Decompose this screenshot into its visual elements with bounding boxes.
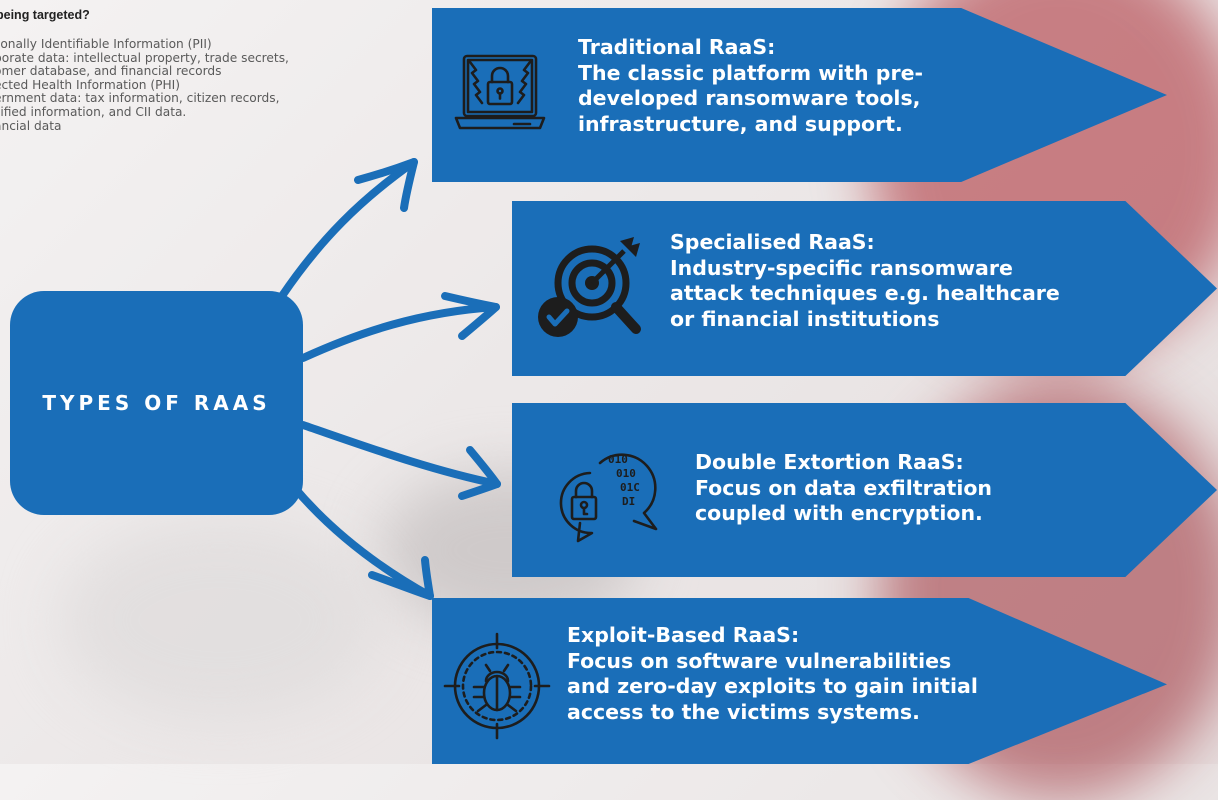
- card-line: access to the victims systems.: [567, 699, 920, 724]
- laptop-lock-chains-icon: [454, 50, 546, 136]
- list-item: ernment data: tax information, citizen r…: [0, 91, 280, 106]
- background-blur-light: [60, 520, 380, 720]
- bug-target-icon: [442, 631, 552, 745]
- svg-text:010: 010: [616, 467, 636, 480]
- card-title: Double Extortion RaaS:: [695, 450, 964, 474]
- card-line: infrastructure, and support.: [578, 111, 903, 136]
- card-line: The classic platform with pre-: [578, 60, 923, 85]
- arrow-to-specialised: [299, 303, 500, 362]
- svg-text:010: 010: [608, 453, 628, 466]
- arrow-to-double-extortion: [299, 421, 501, 488]
- connector-arrows: [278, 158, 501, 600]
- svg-text:DI: DI: [622, 495, 635, 508]
- list-item: sonally Identifiable Information (PII): [0, 37, 212, 51]
- list-item: porate data: intellectual property, trad…: [0, 50, 289, 65]
- types-of-raas-box: TYPES OF RAAS: [10, 291, 303, 515]
- card-title: Traditional RaaS:: [578, 35, 776, 59]
- card-line: Industry-specific ransomware: [670, 255, 1013, 280]
- card-line: and zero-day exploits to gain initial: [567, 674, 978, 698]
- list-item: ected Health Information (PHI): [0, 77, 181, 92]
- arrow-to-exploit: [289, 482, 434, 600]
- card-specialised-raas: Specialised RaaS: Industry-specific rans…: [512, 201, 1217, 376]
- arrow-to-traditional: [278, 158, 418, 300]
- target-magnifier-check-icon: [536, 233, 648, 347]
- card-line: coupled with encryption.: [695, 501, 983, 525]
- list-item: sified information, and CII data.: [0, 104, 187, 119]
- svg-text:01C: 01C: [620, 481, 640, 494]
- list-item: omer database, and financial records: [0, 64, 222, 79]
- targeted-data-note: being targeted? sonally Identifiable Inf…: [0, 8, 420, 133]
- chat-bubbles-lock-binary-icon: 010 010 01C DI: [550, 443, 662, 547]
- card-title: Specialised RaaS:: [670, 230, 875, 254]
- list-item: ancial data: [0, 118, 62, 133]
- card-title: Exploit-Based RaaS:: [567, 623, 800, 647]
- card-line: attack techniques e.g. healthcare: [670, 281, 1060, 305]
- card-line: or financial institutions: [670, 306, 940, 331]
- targeted-data-list: sonally Identifiable Information (PII) p…: [0, 37, 420, 133]
- card-line: developed ransomware tools,: [578, 86, 921, 110]
- card-line: Focus on software vulnerabilities: [567, 648, 952, 673]
- card-line: Focus on data exfiltration: [695, 475, 993, 500]
- types-of-raas-label: TYPES OF RAAS: [42, 391, 271, 415]
- targeted-data-heading: being targeted?: [0, 8, 90, 22]
- card-double-extortion-raas: 010 010 01C DI Double Extortion RaaS: Fo…: [512, 403, 1217, 577]
